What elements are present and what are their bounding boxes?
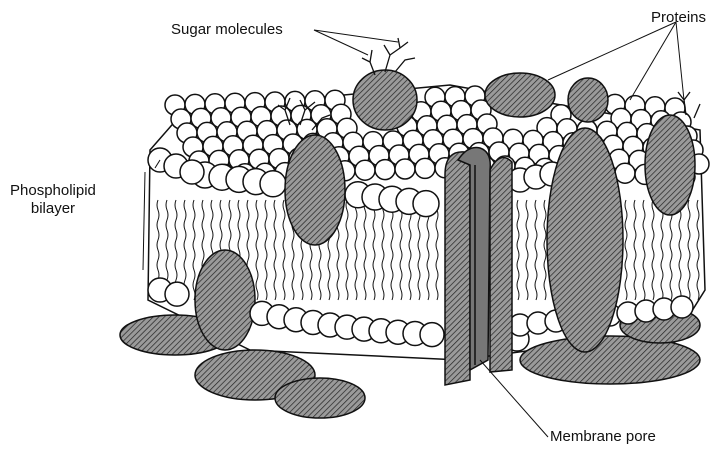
protein-large-right <box>547 128 623 352</box>
lipid-head <box>395 159 415 179</box>
lipid-head <box>415 158 435 178</box>
membrane-pore-channel <box>445 148 512 386</box>
lipid-head <box>260 171 286 197</box>
lipid-head <box>375 160 395 180</box>
lipid-head <box>413 191 439 217</box>
lipid-head <box>165 282 189 306</box>
membrane-pore-label: Membrane pore <box>550 428 656 446</box>
protein-bottom-right-1 <box>520 336 700 384</box>
phospholipid-label-line2: bilayer <box>10 200 96 218</box>
lipid-head <box>355 160 375 180</box>
protein-far-right <box>645 115 695 215</box>
proteins-label: Proteins <box>651 9 706 27</box>
lipid-head <box>671 296 693 318</box>
lipid-head <box>615 163 635 183</box>
protein-top-right-small <box>568 78 608 122</box>
protein-left-tall <box>195 250 255 350</box>
protein-sugar-top <box>353 70 417 130</box>
phospholipid-bilayer-label: Phospholipid bilayer <box>10 182 96 218</box>
lipid-head <box>180 160 204 184</box>
phospholipid-label-line1: Phospholipid <box>10 182 96 200</box>
protein-bottom-left-3 <box>275 378 365 418</box>
sugar-molecules-label: Sugar molecules <box>171 21 283 39</box>
lipid-head <box>420 323 444 347</box>
protein-top-center <box>485 73 555 117</box>
protein-left-embedded <box>285 135 345 245</box>
